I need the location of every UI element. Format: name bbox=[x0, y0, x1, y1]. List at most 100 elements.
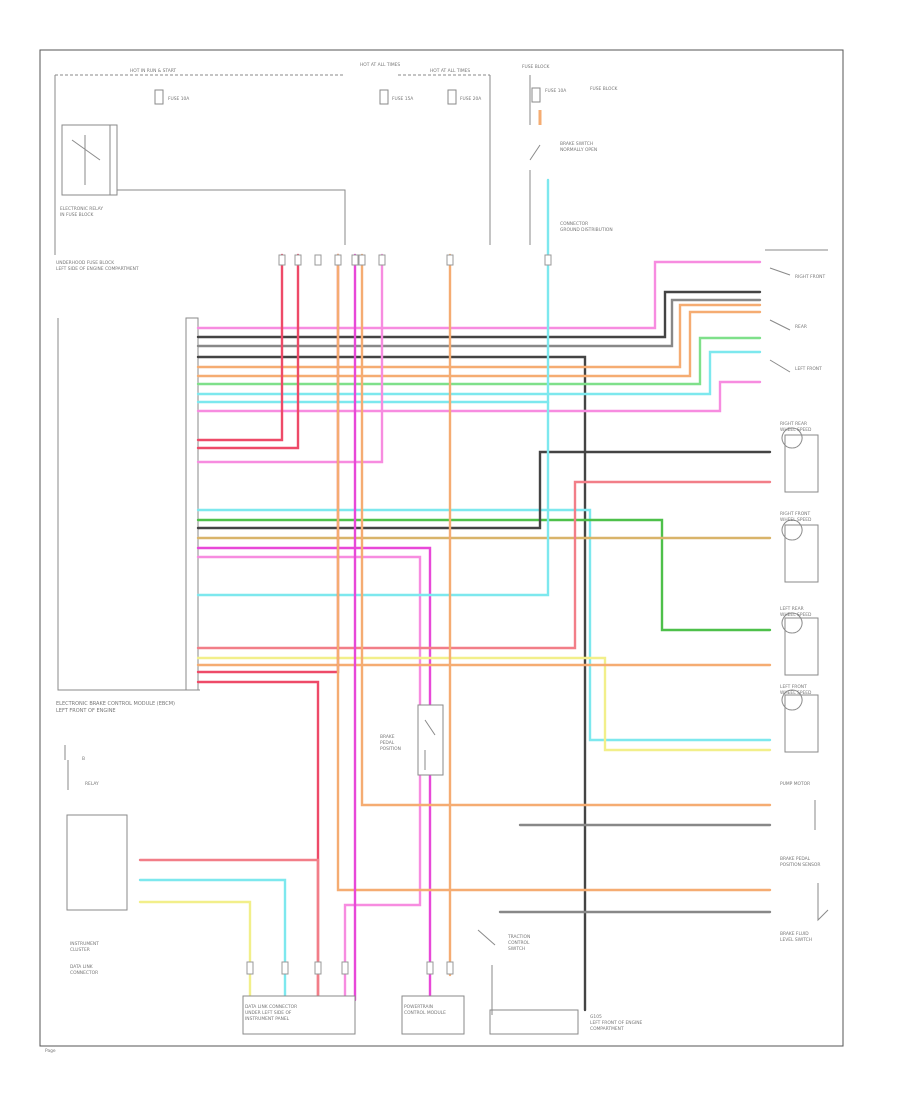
wire-11-red bbox=[196, 253, 284, 442]
svg-text:IN FUSE BLOCK: IN FUSE BLOCK bbox=[60, 212, 93, 218]
svg-text:CONNECTOR: CONNECTOR bbox=[70, 970, 98, 976]
page-number: Page bbox=[45, 1048, 56, 1054]
svg-text:WHEEL SPEED: WHEEL SPEED bbox=[780, 612, 812, 618]
wire-16-black bbox=[196, 450, 772, 530]
wire-3-gray bbox=[196, 298, 762, 348]
svg-text:LEFT FRONT: LEFT FRONT bbox=[780, 684, 807, 690]
right-components: RIGHT FRONT REAR LEFT FRONT RIGHT REAR W… bbox=[765, 249, 829, 943]
terminal-top-5 bbox=[351, 254, 359, 266]
brake-switch: BRAKE SWITCH NORMALLY OPEN CONNECTOR GRO… bbox=[529, 110, 613, 245]
svg-text:B: B bbox=[82, 756, 85, 762]
brake-fluid-switch: BRAKE PEDAL POSITION TRACTION CONTROL SW… bbox=[380, 704, 530, 1015]
svg-text:RIGHT FRONT: RIGHT FRONT bbox=[795, 274, 825, 280]
wire-10-pink bbox=[196, 380, 762, 413]
terminal-top-3 bbox=[314, 254, 322, 266]
svg-text:DATA LINK: DATA LINK bbox=[70, 964, 93, 970]
sensor-right-rear bbox=[784, 434, 819, 493]
svg-text:LEFT SIDE OF ENGINE COMPARTMEN: LEFT SIDE OF ENGINE COMPARTMENT bbox=[56, 266, 139, 272]
svg-text:NORMALLY OPEN: NORMALLY OPEN bbox=[560, 147, 597, 153]
svg-text:FUSE 10A: FUSE 10A bbox=[545, 88, 566, 94]
terminal-bottom-2 bbox=[281, 961, 289, 975]
wire-20-cyan bbox=[196, 400, 550, 597]
wire-1-pink bbox=[196, 260, 762, 330]
control-module: ELECTRONIC BRAKE CONTROL MODULE (EBCM) L… bbox=[56, 260, 200, 714]
svg-text:PEDAL: PEDAL bbox=[380, 740, 395, 746]
svg-text:LEFT FRONT: LEFT FRONT bbox=[795, 366, 822, 372]
svg-text:UNDERHOOD FUSE BLOCK: UNDERHOOD FUSE BLOCK bbox=[56, 260, 114, 266]
wire-19-pink bbox=[196, 555, 422, 1002]
svg-text:G105: G105 bbox=[590, 1014, 602, 1020]
terminal-top-2 bbox=[294, 254, 302, 266]
terminal-top-9 bbox=[544, 254, 552, 266]
wire-26-orange bbox=[360, 253, 772, 807]
svg-text:BRAKE SWITCH: BRAKE SWITCH bbox=[560, 141, 593, 147]
wire-30-light-red bbox=[138, 858, 320, 1002]
wire-harness bbox=[138, 178, 772, 1012]
svg-text:TRACTION: TRACTION bbox=[507, 934, 530, 940]
svg-text:UNDER LEFT SIDE OF: UNDER LEFT SIDE OF bbox=[245, 1010, 292, 1016]
svg-text:RIGHT FRONT: RIGHT FRONT bbox=[780, 511, 810, 517]
wire-31-cyan bbox=[138, 878, 287, 1002]
svg-text:INSTRUMENT PANEL: INSTRUMENT PANEL bbox=[245, 1016, 290, 1022]
instrument-cluster: B RELAY INSTRUMENT CLUSTER DATA LINK CON… bbox=[64, 745, 128, 976]
svg-text:COMPARTMENT: COMPARTMENT bbox=[590, 1026, 624, 1032]
diagram-border bbox=[39, 49, 844, 1047]
terminal-bottom-3 bbox=[314, 961, 322, 975]
wire-14-cyan bbox=[196, 508, 772, 742]
module-connector bbox=[185, 317, 199, 691]
terminal-top-8 bbox=[446, 254, 454, 266]
svg-text:ELECTRONIC BRAKE CONTROL MODUL: ELECTRONIC BRAKE CONTROL MODULE (EBCM) bbox=[56, 701, 175, 707]
wire-18-magenta bbox=[196, 546, 432, 1002]
wire-32-yellow bbox=[138, 900, 252, 1002]
wire-24-red bbox=[196, 253, 340, 674]
wire-25-red bbox=[196, 680, 320, 1002]
connector-center bbox=[401, 995, 465, 1035]
instrument-cluster-box bbox=[66, 814, 128, 911]
svg-text:FUSE 10A: FUSE 10A bbox=[168, 96, 189, 102]
connector-dlc bbox=[242, 995, 356, 1035]
svg-text:LEVEL SWITCH: LEVEL SWITCH bbox=[780, 937, 812, 943]
fuse-center bbox=[379, 89, 389, 105]
svg-text:CLUSTER: CLUSTER bbox=[70, 947, 90, 953]
wire-13-pink bbox=[196, 253, 384, 464]
svg-text:WHEEL SPEED: WHEEL SPEED bbox=[780, 690, 812, 696]
wire-12-red bbox=[196, 253, 300, 450]
fuse-top-right bbox=[531, 87, 541, 103]
svg-text:WHEEL SPEED: WHEEL SPEED bbox=[780, 427, 812, 433]
fuse-group: FUSE 10A FUSE 15A FUSE 20A FUSE 10A FUSE… bbox=[154, 86, 618, 105]
terminal-top-7 bbox=[378, 254, 386, 266]
terminal-bottom-5 bbox=[426, 961, 434, 975]
svg-text:LEFT FRONT OF ENGINE: LEFT FRONT OF ENGINE bbox=[590, 1020, 643, 1026]
svg-text:FUSE 20A: FUSE 20A bbox=[460, 96, 481, 102]
svg-text:POSITION SENSOR: POSITION SENSOR bbox=[780, 862, 820, 868]
svg-text:RELAY: RELAY bbox=[85, 781, 99, 787]
wire-27-orange bbox=[336, 253, 772, 892]
svg-text:CONTROL: CONTROL bbox=[508, 940, 530, 946]
svg-text:CONNECTOR: CONNECTOR bbox=[560, 221, 588, 227]
terminal-bottom-6 bbox=[446, 961, 454, 975]
wire-8-cyan bbox=[196, 350, 762, 396]
terminal-top-1 bbox=[278, 254, 286, 266]
svg-text:BRAKE PEDAL: BRAKE PEDAL bbox=[780, 856, 811, 862]
terminal-top-4 bbox=[334, 254, 342, 266]
svg-text:FUSE BLOCK: FUSE BLOCK bbox=[590, 86, 618, 92]
svg-text:DATA LINK CONNECTOR: DATA LINK CONNECTOR bbox=[245, 1004, 297, 1010]
fuse-right bbox=[447, 89, 457, 105]
wire-21-light-red bbox=[196, 480, 772, 650]
svg-text:GROUND DISTRIBUTION: GROUND DISTRIBUTION bbox=[560, 227, 613, 233]
connector-ground bbox=[489, 1009, 579, 1035]
wire-5-orange bbox=[196, 303, 762, 369]
fuse-left bbox=[154, 89, 164, 105]
svg-text:PUMP MOTOR: PUMP MOTOR bbox=[780, 781, 810, 787]
wire-6-orange bbox=[196, 310, 762, 378]
relay-top-left: ELECTRONIC RELAY IN FUSE BLOCK bbox=[60, 124, 346, 245]
svg-text:FUSE BLOCK: FUSE BLOCK bbox=[522, 64, 550, 70]
terminal-bottom-4 bbox=[341, 961, 349, 975]
wire-15-green bbox=[196, 518, 772, 632]
svg-text:BRAKE: BRAKE bbox=[380, 734, 395, 740]
svg-text:INSTRUMENT: INSTRUMENT bbox=[70, 941, 99, 947]
bottom-connectors: DATA LINK CONNECTOR UNDER LEFT SIDE OF I… bbox=[242, 995, 643, 1035]
svg-text:REAR: REAR bbox=[795, 324, 807, 330]
svg-text:HOT AT ALL TIMES: HOT AT ALL TIMES bbox=[360, 62, 400, 68]
